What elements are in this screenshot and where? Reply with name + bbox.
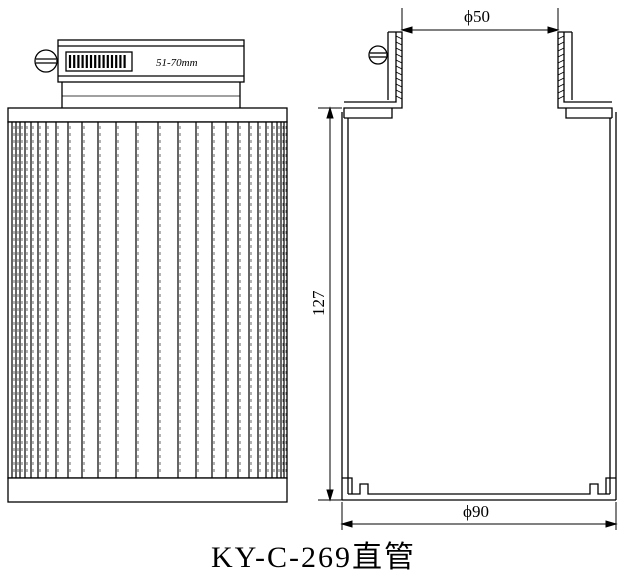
section-left-spout — [343, 31, 403, 118]
section-shoulder-right — [565, 108, 612, 119]
thread-mark — [557, 35, 565, 40]
thread-mark — [557, 65, 565, 70]
thread-mark — [395, 53, 403, 58]
clamp-label: 51-70mm — [156, 57, 198, 69]
thread-mark — [557, 71, 565, 76]
thread-mark — [395, 47, 403, 52]
thread-mark — [557, 41, 565, 46]
section-shoulder-left — [344, 108, 393, 119]
section-right-spout — [557, 31, 613, 118]
thread-mark — [395, 59, 403, 64]
filter-bottom-cap — [7, 477, 288, 503]
thread-mark — [557, 77, 565, 82]
filter-mesh-body — [7, 121, 288, 479]
hose-clamp: 51-70mm — [57, 39, 245, 83]
height-label: 127 — [309, 290, 328, 316]
filter-external-view: 51-70mm — [7, 39, 288, 503]
bottom-diameter-label: ϕ90 — [463, 502, 489, 521]
part-title: KY-C-269直管 — [211, 541, 416, 574]
thread-mark — [395, 35, 403, 40]
dimension-top-diameter — [400, 8, 560, 34]
thread-mark — [395, 95, 403, 100]
thread-mark — [557, 95, 565, 100]
thread-mark — [395, 77, 403, 82]
section-bottom-cap — [342, 477, 616, 501]
section-screw-icon — [368, 45, 388, 65]
dimension-bottom-diameter — [340, 502, 618, 530]
filter-section-view — [341, 31, 617, 501]
dimension-height — [318, 106, 342, 502]
thread-mark — [395, 65, 403, 70]
thread-mark — [395, 71, 403, 76]
section-body-walls — [341, 112, 617, 500]
thread-mark — [395, 41, 403, 46]
thread-mark — [557, 47, 565, 52]
thread-mark — [557, 89, 565, 94]
filter-top-cap — [7, 107, 288, 123]
top-diameter-label: ϕ50 — [464, 7, 490, 26]
thread-mark — [395, 89, 403, 94]
thread-mark — [557, 83, 565, 88]
thread-mark — [557, 59, 565, 64]
screw-icon — [34, 49, 58, 73]
thread-mark — [395, 83, 403, 88]
thread-mark — [557, 53, 565, 58]
mesh-bars — [11, 122, 287, 478]
filter-neck — [61, 82, 241, 108]
